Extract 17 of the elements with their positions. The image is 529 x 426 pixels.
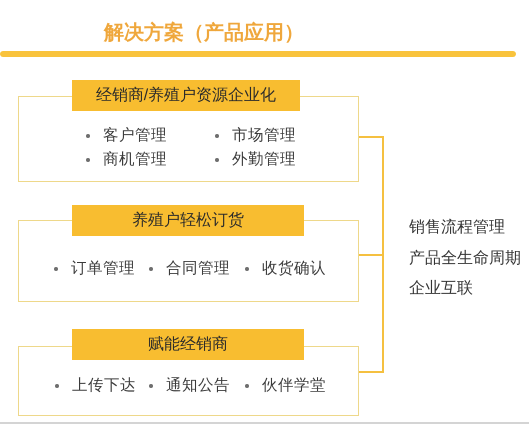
- side-note: 销售流程管理: [409, 218, 505, 238]
- list-item: 上传下达: [72, 377, 136, 395]
- header-tab: 赋能经销商: [72, 329, 304, 360]
- header-tab: 经销商/养殖户资源企业化: [72, 80, 300, 111]
- list-item: 客户管理: [103, 127, 167, 145]
- list-item: 收货确认: [262, 260, 326, 278]
- list-item: 外勤管理: [232, 151, 296, 169]
- list-item: 订单管理: [71, 260, 135, 278]
- list-item: 通知公告: [166, 377, 230, 395]
- title: 解决方案（产品应用）: [104, 21, 304, 45]
- header-tab: 养殖户轻松订货: [72, 205, 304, 236]
- list-item: 市场管理: [232, 127, 296, 145]
- side-note: 企业互联: [409, 279, 473, 299]
- list-item: 合同管理: [166, 260, 230, 278]
- list-item: 商机管理: [103, 151, 167, 169]
- side-note: 产品全生命周期: [409, 249, 521, 269]
- list-item: 伙伴学堂: [262, 377, 326, 395]
